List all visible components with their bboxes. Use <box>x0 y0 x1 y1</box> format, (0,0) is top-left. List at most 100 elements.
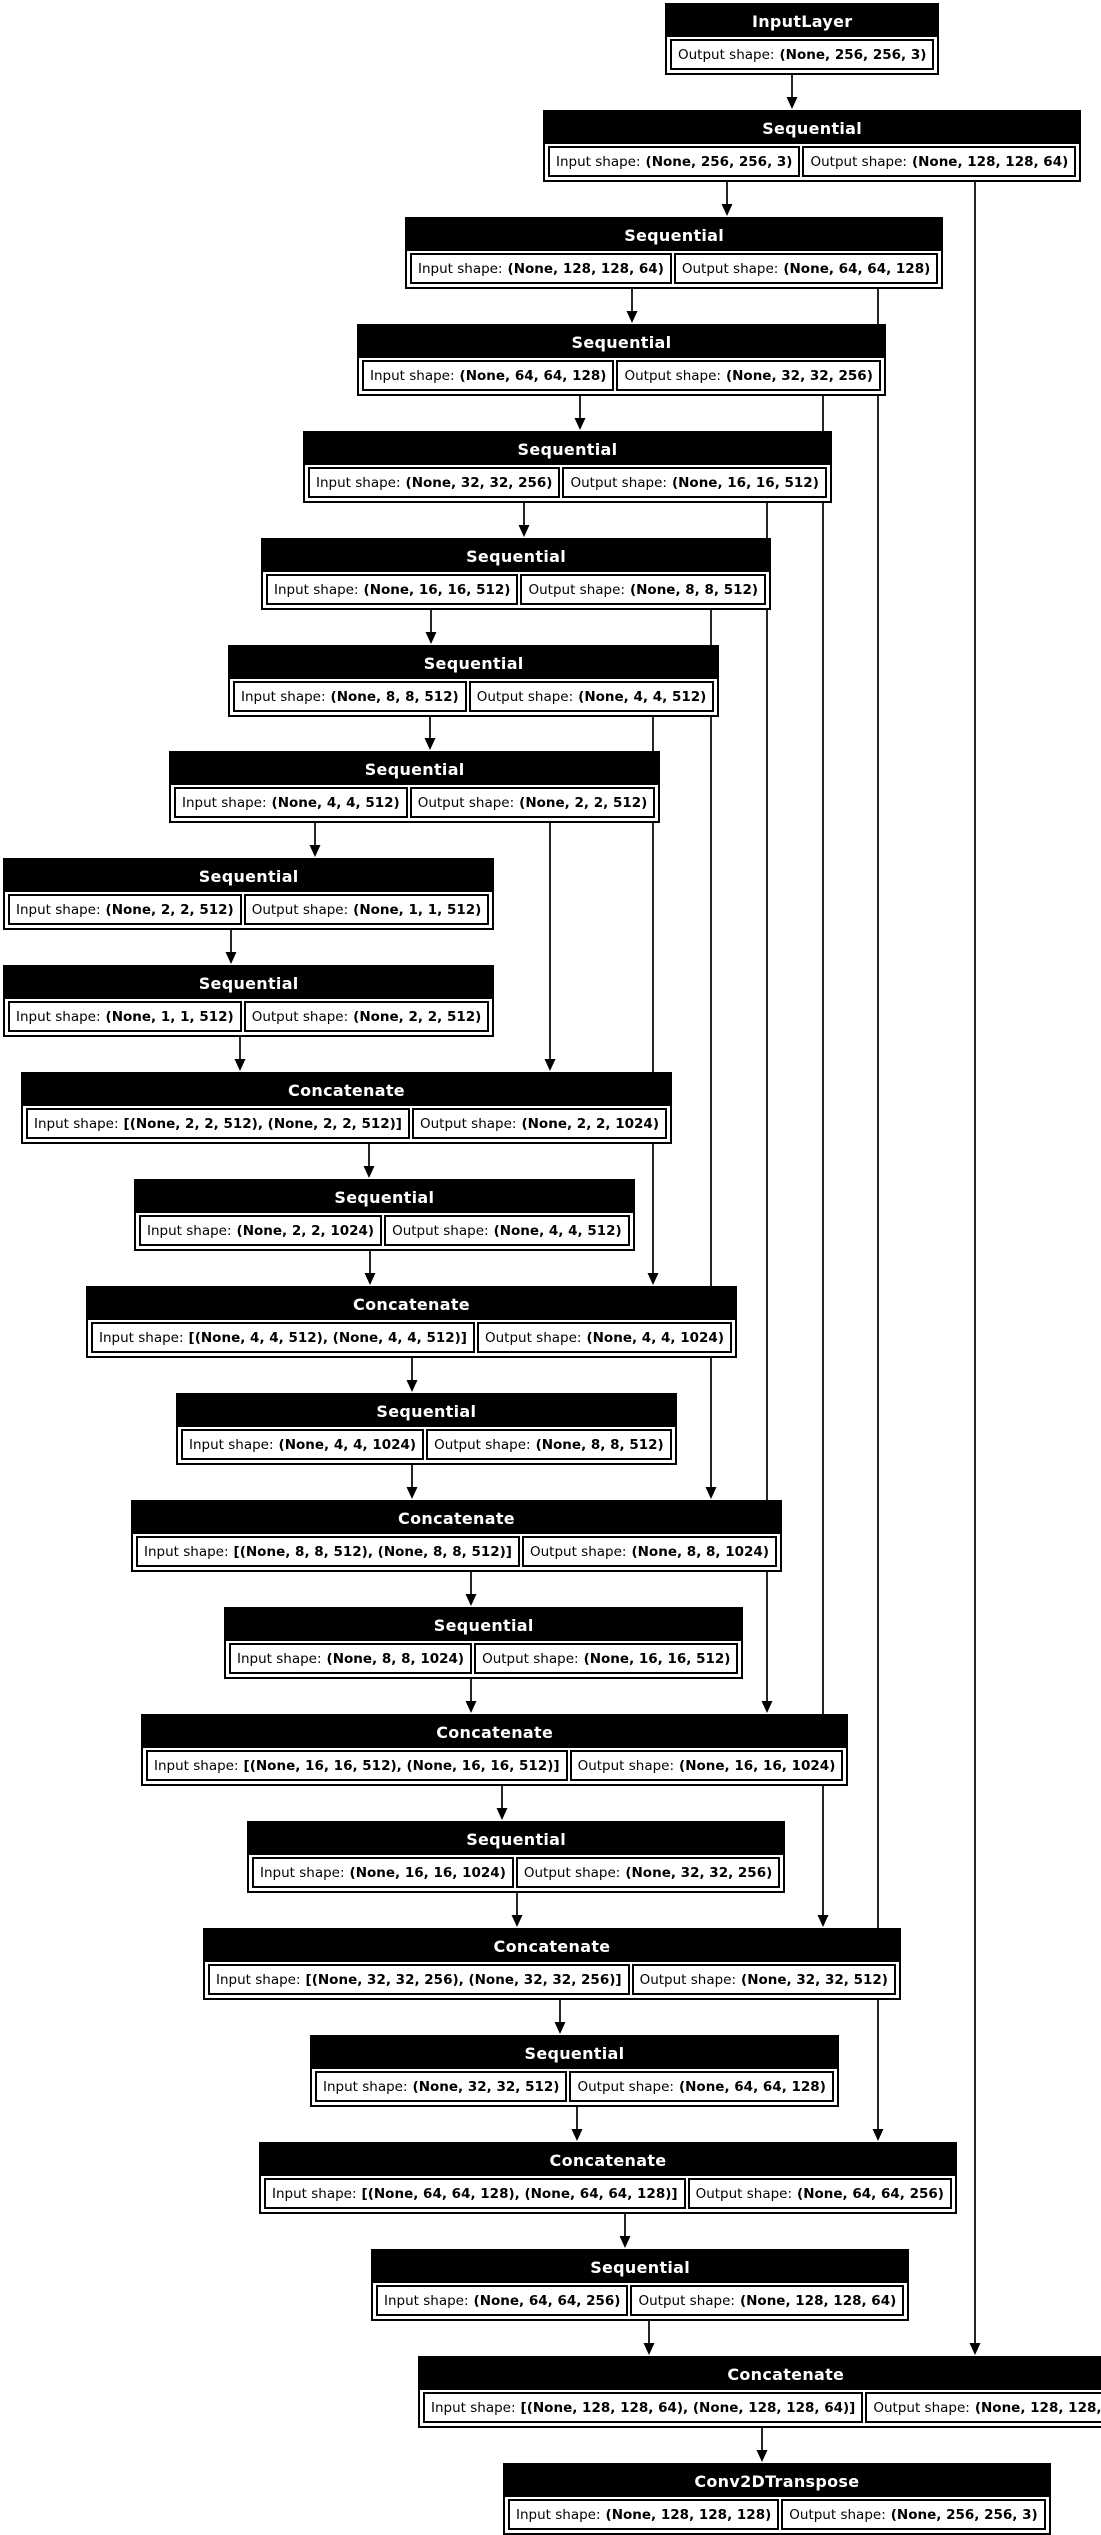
input-shape-label: Input shape: <box>431 2399 516 2416</box>
output-shape-value: (None, 128, 128, 64) <box>739 2292 897 2309</box>
shape-cells: Input shape:(None, 64, 64, 128)Output sh… <box>359 358 884 394</box>
edge-17-18 <box>496 1786 508 1820</box>
output-shape-label: Output shape: <box>484 1329 582 1346</box>
edge-1-2 <box>786 75 798 109</box>
output-shape-value: (None, 128, 128, 64) <box>911 153 1069 170</box>
input-shape-label: Input shape: <box>274 581 359 598</box>
input-shape-label: Input shape: <box>370 367 455 384</box>
output-shape-cell: Output shape:(None, 32, 32, 512) <box>631 1964 896 1995</box>
shape-cells: Input shape:[(None, 16, 16, 512), (None,… <box>143 1748 847 1784</box>
output-shape-cell: Output shape:(None, 64, 64, 256) <box>687 2178 952 2209</box>
shape-cells: Input shape:(None, 16, 16, 512)Output sh… <box>263 572 770 608</box>
arrowhead-icon <box>364 1273 376 1285</box>
output-shape-value: (None, 16, 16, 1024) <box>679 1757 836 1774</box>
input-shape-value: (None, 64, 64, 256) <box>473 2292 621 2309</box>
input-shape-cell: Input shape:(None, 1, 1, 512) <box>8 1001 242 1032</box>
input-shape-value: (None, 16, 16, 1024) <box>349 1864 506 1881</box>
input-shape-value: (None, 128, 128, 128) <box>605 2506 772 2523</box>
output-shape-value: (None, 64, 64, 256) <box>797 2185 944 2202</box>
output-shape-value: (None, 16, 16, 512) <box>671 474 819 491</box>
input-shape-value: (None, 2, 2, 512) <box>105 901 234 918</box>
output-shape-label: Output shape: <box>476 688 574 705</box>
input-shape-value: [(None, 2, 2, 512), (None, 2, 2, 512)] <box>123 1115 402 1132</box>
input-shape-cell: Input shape:(None, 4, 4, 1024) <box>181 1429 425 1460</box>
edge-23-24 <box>756 2428 768 2462</box>
input-shape-value: (None, 64, 64, 128) <box>459 367 607 384</box>
edge-9-10 <box>225 930 237 964</box>
input-shape-cell: Input shape:[(None, 8, 8, 512), (None, 8… <box>136 1536 520 1567</box>
input-shape-label: Input shape: <box>154 1757 239 1774</box>
node-title: Sequential <box>171 753 659 785</box>
node-title: Sequential <box>5 860 493 892</box>
output-shape-cell: Output shape:(None, 16, 16, 1024) <box>569 1750 844 1781</box>
input-shape-label: Input shape: <box>323 2078 408 2095</box>
shape-cells: Input shape:(None, 128, 128, 128)Output … <box>505 2497 1049 2533</box>
shape-cells: Input shape:(None, 32, 32, 512)Output sh… <box>312 2069 837 2105</box>
output-shape-label: Output shape: <box>570 474 667 491</box>
input-shape-value: (None, 32, 32, 256) <box>405 474 553 491</box>
arrowhead-icon <box>647 1273 659 1285</box>
edge-19-20 <box>554 2000 566 2034</box>
shape-cells: Input shape:[(None, 32, 32, 256), (None,… <box>205 1962 899 1998</box>
skip-connection-edge-6-15 <box>705 610 717 1499</box>
output-shape-label: Output shape: <box>251 1008 349 1025</box>
arrowhead-icon <box>626 311 638 323</box>
input-shape-label: Input shape: <box>16 901 101 918</box>
input-shape-label: Input shape: <box>516 2506 601 2523</box>
input-shape-value: [(None, 32, 32, 256), (None, 32, 32, 256… <box>305 1971 622 1988</box>
node-title: InputLayer <box>667 5 938 37</box>
arrowhead-icon <box>786 97 798 109</box>
skip-connection-edge-8-11 <box>544 823 556 1071</box>
input-shape-cell: Input shape:(None, 4, 4, 512) <box>174 787 408 818</box>
output-shape-label: Output shape: <box>392 1222 489 1239</box>
arrowhead-icon <box>518 525 530 537</box>
input-shape-label: Input shape: <box>556 153 641 170</box>
skip-connection-edge-2-23 <box>969 182 981 2355</box>
shape-cells: Input shape:(None, 2, 2, 1024)Output sha… <box>136 1213 633 1249</box>
node-title: Sequential <box>249 1823 784 1855</box>
edge-15-16 <box>465 1572 477 1606</box>
output-shape-label: Output shape: <box>417 794 515 811</box>
arrowhead-icon <box>465 1594 477 1606</box>
output-shape-value: (None, 256, 256, 3) <box>890 2506 1038 2523</box>
output-shape-label: Output shape: <box>434 1436 531 1453</box>
output-shape-value: (None, 64, 64, 128) <box>678 2078 826 2095</box>
skip-connection-edge-3-21 <box>872 289 884 2141</box>
edge-11-12 <box>363 1144 375 1178</box>
input-shape-cell: Input shape:(None, 32, 32, 256) <box>308 467 561 498</box>
shape-cells: Input shape:(None, 2, 2, 512)Output shap… <box>5 892 493 928</box>
node-title: Sequential <box>407 219 942 251</box>
edge-6-7 <box>425 610 437 644</box>
arrowhead-icon <box>571 2129 583 2141</box>
output-shape-value: (None, 2, 2, 512) <box>519 794 648 811</box>
shape-cells: Input shape:[(None, 2, 2, 512), (None, 2… <box>23 1106 670 1142</box>
input-shape-cell: Input shape:(None, 256, 256, 3) <box>548 146 801 177</box>
arrowhead-icon <box>872 2129 884 2141</box>
edge-12-13 <box>364 1251 376 1285</box>
output-shape-value: (None, 2, 2, 1024) <box>521 1115 659 1132</box>
node-title: Sequential <box>312 2037 837 2069</box>
arrowhead-icon <box>619 2236 631 2248</box>
input-shape-value: (None, 1, 1, 512) <box>105 1008 234 1025</box>
input-shape-value: [(None, 128, 128, 64), (None, 128, 128, … <box>520 2399 856 2416</box>
edge-7-8 <box>424 717 436 750</box>
shape-cells: Input shape:(None, 4, 4, 512) Output shap… <box>171 785 659 821</box>
input-shape-value: (None, 4, 4, 1024) <box>278 1436 417 1453</box>
arrowhead-icon <box>465 1701 477 1713</box>
arrowhead-icon <box>705 1487 717 1499</box>
arrowhead-icon <box>761 1701 773 1713</box>
output-shape-value: (None, 8, 8, 1024) <box>631 1543 769 1560</box>
input-shape-label: Input shape: <box>260 1864 345 1881</box>
